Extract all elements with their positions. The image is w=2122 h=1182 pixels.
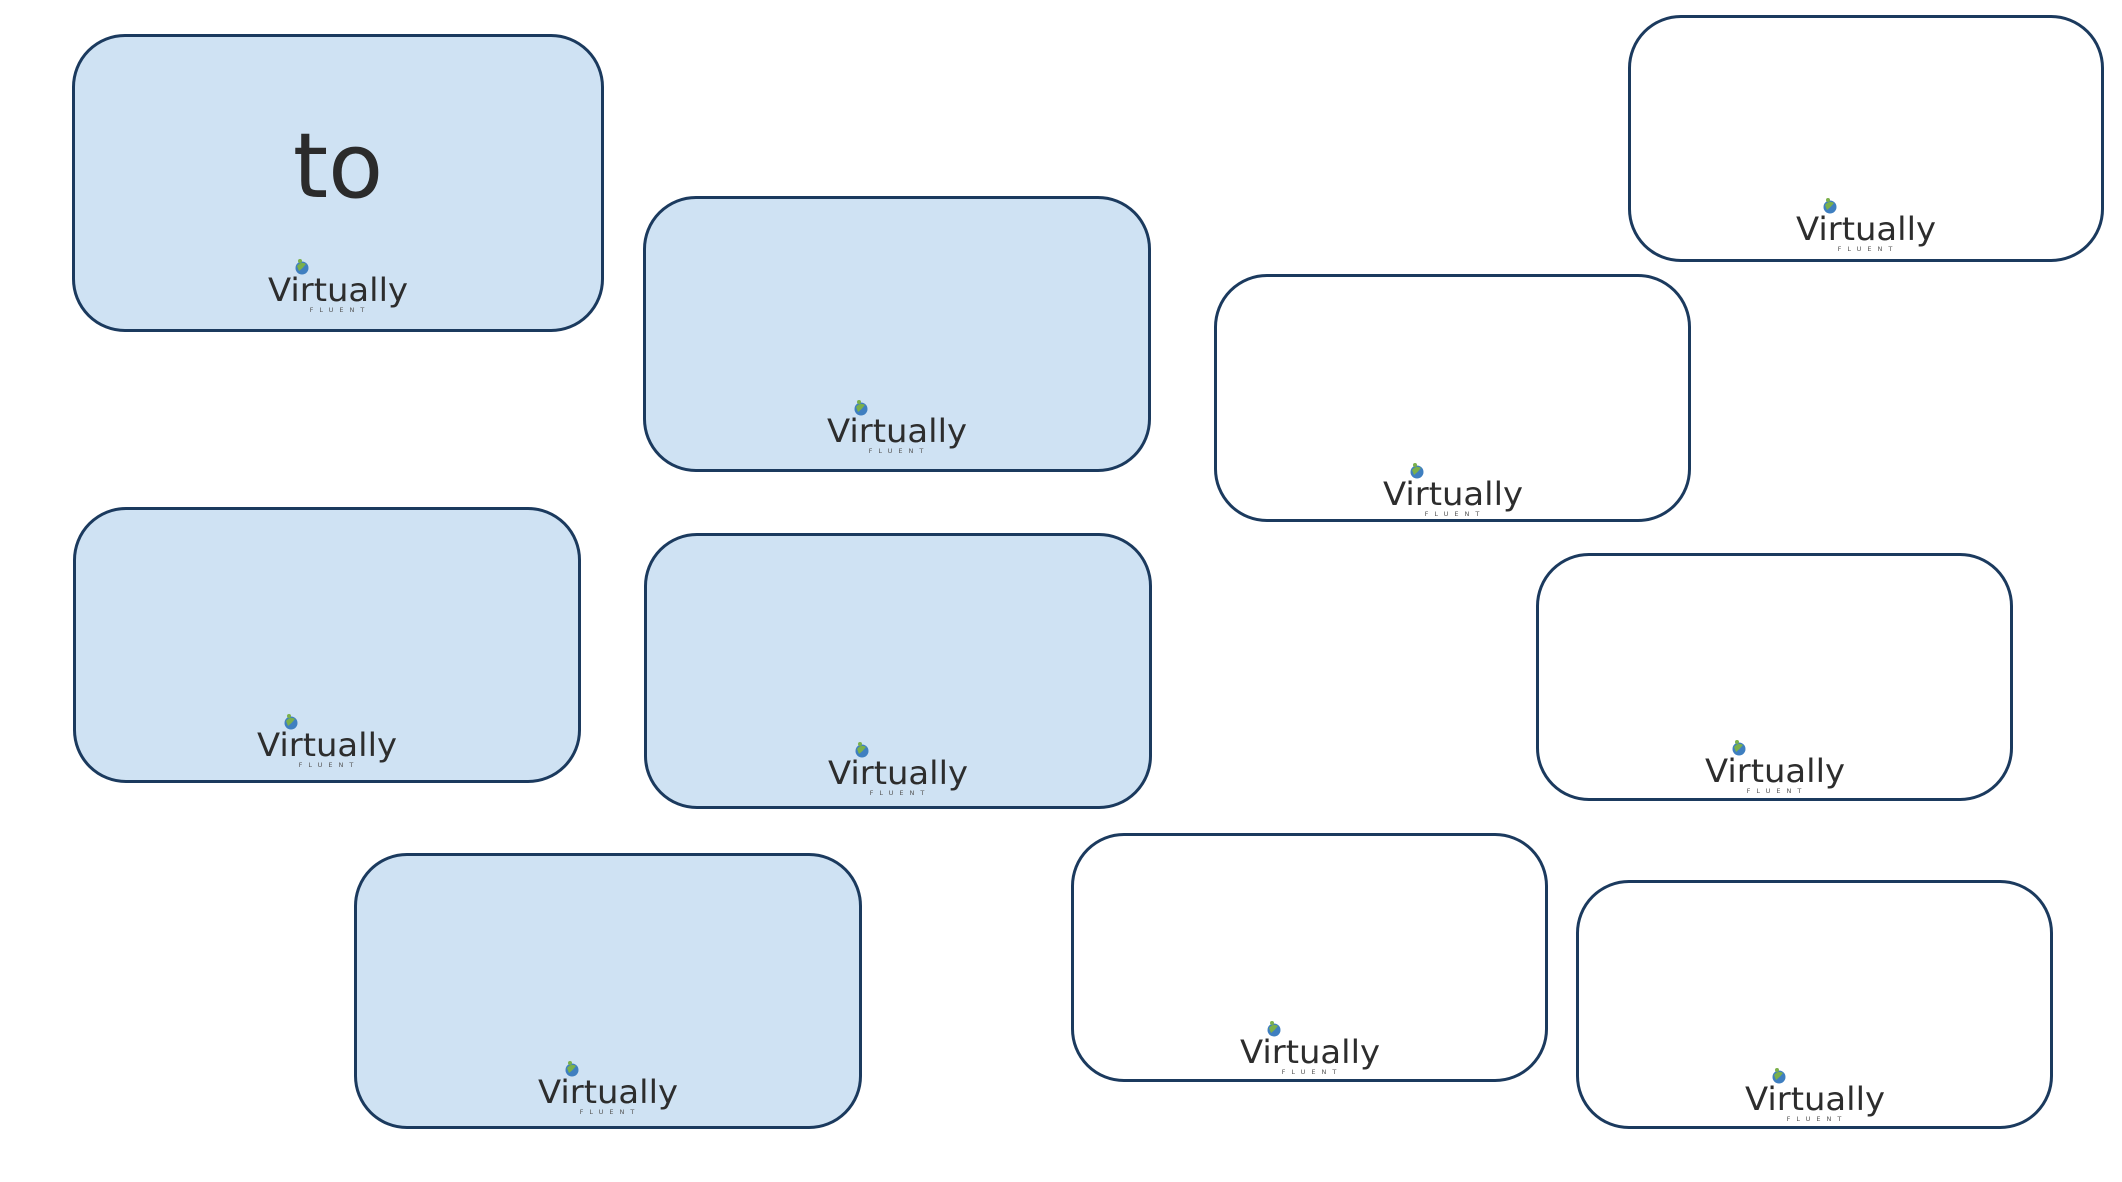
logo-tagline-text: FLUENT [580,1108,641,1116]
logo-tagline-text: FLUENT [1838,245,1899,253]
globe-icon [1823,198,1837,214]
globe-icon [295,259,309,275]
globe-icon [1772,1068,1785,1084]
globe-icon [1732,740,1745,756]
card-word: to [292,114,384,219]
logo-tagline-text: FLUENT [1424,510,1485,518]
logo-tagline-text: FLUENT [310,306,371,314]
globe-icon [565,1061,579,1077]
logo-tagline-text: FLUENT [869,447,930,455]
globe-icon [854,400,868,416]
logo-brand-text: Virtually [1240,1033,1380,1071]
logo-tagline-text: FLUENT [1746,787,1807,795]
logo-brand-text: Virtually [828,754,968,792]
logo-brand-text: Virtually [827,412,967,450]
logo-brand-text: Virtually [1383,475,1523,513]
logo-brand-text: Virtually [538,1073,678,1111]
logo-brand-text: Virtually [268,271,408,309]
logo-brand-text: Virtually [1745,1080,1885,1118]
globe-icon [855,742,869,758]
logo-tagline-text: FLUENT [1281,1068,1342,1076]
globe-icon [284,714,298,730]
logo-brand-text: Virtually [1796,210,1936,248]
logo-tagline-text: FLUENT [299,761,360,769]
logo-tagline-text: FLUENT [1786,1115,1847,1123]
logo-brand-text: Virtually [257,726,397,764]
logo-tagline-text: FLUENT [870,789,931,797]
globe-icon [1410,463,1423,479]
globe-icon [1267,1021,1280,1037]
logo-brand-text: Virtually [1705,752,1845,790]
